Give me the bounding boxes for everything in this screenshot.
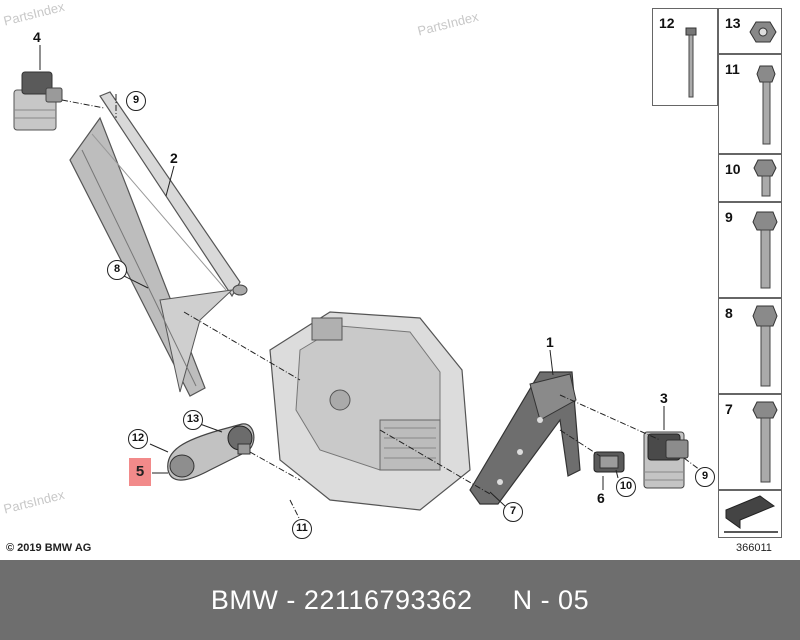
bracket-1 [469,371,581,505]
bolt-9-icon [752,211,778,289]
panel-label-10: 10 [725,161,741,177]
leader-lines [61,94,701,521]
diagram-reference-number: 366011 [736,542,772,554]
direction-arrow-icon [724,495,778,533]
part-footer-text: BMW - 22116793362 N - 05 [210,585,590,615]
bushing-6 [593,451,625,473]
engine-mount-3 [643,431,689,489]
panel-label-12: 12 [659,15,675,31]
callout-8: 8 [107,260,127,280]
frame-2 [69,91,248,397]
callout-leaders [39,45,665,507]
engine-mount-4 [13,71,63,131]
panel-label-11: 11 [725,61,740,77]
callout-10: 10 [616,477,636,497]
bolt-11-icon [756,65,776,145]
bolt-8-icon [752,305,778,387]
torque-arm-5 [167,423,255,481]
bolt-7-icon [752,401,778,483]
panel-label-13: 13 [725,15,741,31]
callout-4: 4 [33,29,41,45]
fastener-drawings [685,21,778,533]
parts-diagram: PartsIndex PartsIndex PartsIndex [2,0,782,554]
callout-7: 7 [503,502,523,522]
panel-label-7: 7 [725,401,733,417]
callout-6: 6 [597,490,605,506]
copyright-notice: © 2019 BMW AG [6,542,92,554]
panel-label-8: 8 [725,305,733,321]
callout-13: 13 [183,410,203,430]
callout-1: 1 [546,334,554,350]
panel-cell-12: 12 [652,8,718,106]
nut-13-icon [749,21,777,43]
callout-5-highlighted: 5 [129,458,151,486]
part-footer-bar: BMW - 22116793362 N - 05 [0,560,800,640]
bolt-10-icon [753,159,777,197]
bolt-12-icon [685,27,697,98]
diagram-drawing [13,45,701,521]
callout-9-right: 9 [695,467,715,487]
callout-11: 11 [292,519,312,539]
callout-12: 12 [128,429,148,449]
callout-9-top: 9 [126,91,146,111]
electric-motor-unit [269,311,471,511]
callout-2: 2 [170,150,178,166]
callout-3: 3 [660,390,668,406]
panel-label-9: 9 [725,209,733,225]
